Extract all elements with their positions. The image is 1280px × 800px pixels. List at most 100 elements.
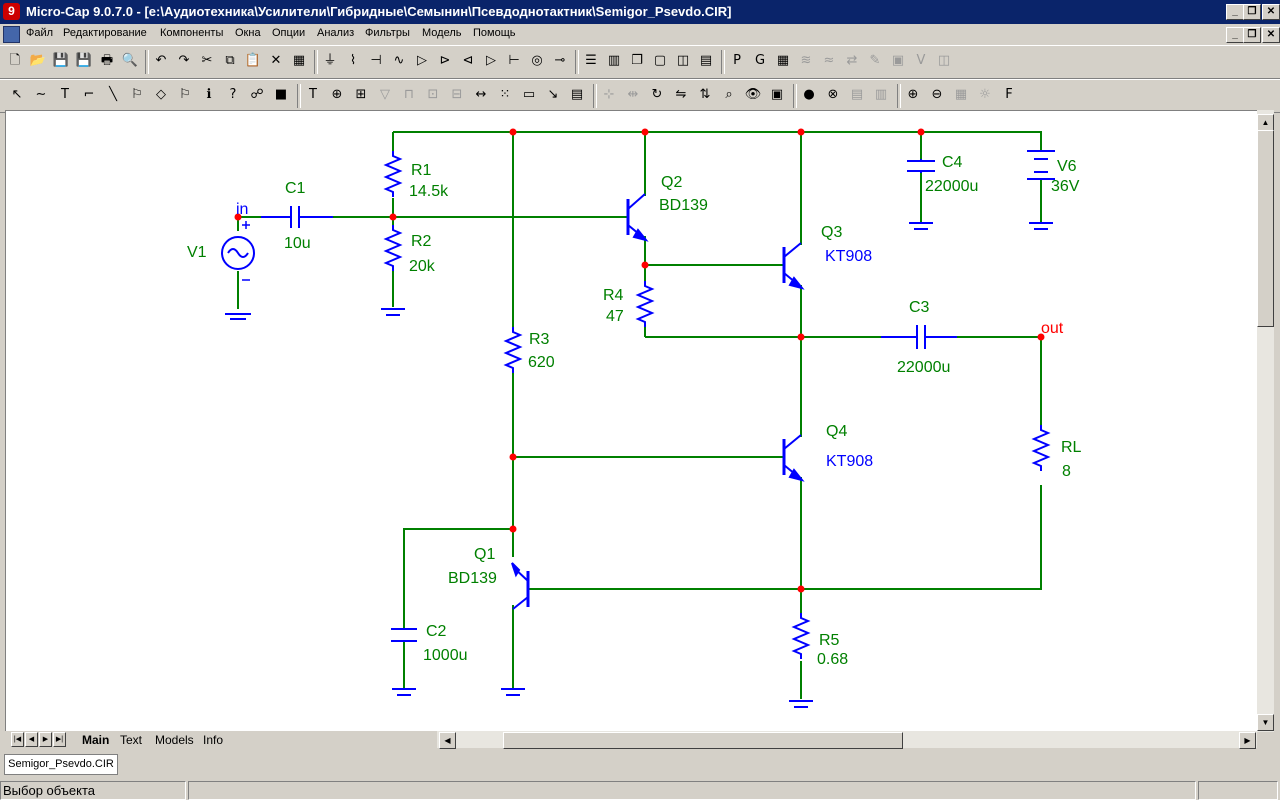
C2-name-label[interactable]: C2 bbox=[426, 623, 447, 640]
wire-icon[interactable]: ∼ bbox=[35, 87, 47, 102]
pnp-icon[interactable]: ⊲ bbox=[462, 53, 474, 68]
calculator-icon[interactable]: ▤ bbox=[699, 53, 713, 68]
C2-capacitor-symbol[interactable] bbox=[391, 628, 417, 696]
g-icon[interactable]: G bbox=[754, 53, 766, 68]
R5-name-label[interactable]: R5 bbox=[819, 632, 840, 649]
cancel-icon[interactable]: ⊗ bbox=[827, 87, 839, 102]
inductor-icon[interactable]: ∿ bbox=[393, 53, 405, 68]
new-icon[interactable]: 🗋 bbox=[9, 53, 21, 68]
V6-name-label[interactable]: V6 bbox=[1057, 158, 1077, 175]
d9-icon[interactable]: ⊓ bbox=[403, 87, 415, 102]
horizontal-scrollbar[interactable]: ◀ ▶ bbox=[437, 731, 1257, 749]
flag-tool-icon[interactable]: ⚐ bbox=[131, 87, 143, 102]
delete-icon[interactable]: ✕ bbox=[270, 53, 282, 68]
battery-icon[interactable]: ⊢ bbox=[508, 53, 520, 68]
d5-icon[interactable]: ▣ bbox=[891, 53, 905, 68]
d13-icon[interactable]: ⇹ bbox=[627, 87, 639, 102]
d3-icon[interactable]: ⇄ bbox=[846, 53, 858, 68]
tile-horizontal-icon[interactable]: ☰ bbox=[585, 53, 597, 68]
probe-icon[interactable]: ☍ bbox=[250, 87, 264, 102]
text-tool-icon[interactable]: T bbox=[61, 87, 69, 102]
grid-icon[interactable]: ▦ bbox=[776, 53, 790, 68]
Q1-name-label[interactable]: Q1 bbox=[474, 546, 495, 563]
d10-icon[interactable]: ⊡ bbox=[427, 87, 439, 102]
document-icon[interactable] bbox=[3, 26, 20, 43]
line-icon[interactable]: ╲ bbox=[109, 87, 117, 102]
tile-vertical-icon[interactable]: ▥ bbox=[607, 53, 621, 68]
npn-icon[interactable]: ⊳ bbox=[439, 53, 451, 68]
menu-windows[interactable]: Окна bbox=[235, 27, 261, 39]
switch-icon[interactable]: ⊸ bbox=[554, 53, 566, 68]
cursor-mode-icon[interactable]: ↘ bbox=[547, 87, 559, 102]
resistor-icon[interactable]: ⌇ bbox=[349, 53, 357, 68]
capacitor-icon[interactable]: ⊣ bbox=[370, 53, 382, 68]
cut-icon[interactable]: ✂ bbox=[201, 53, 213, 68]
scroll-down-icon[interactable]: ▼ bbox=[1257, 714, 1274, 731]
d16-icon[interactable]: ▦ bbox=[954, 87, 968, 102]
C4-name-label[interactable]: C4 bbox=[942, 154, 963, 171]
R3-resistor-symbol[interactable] bbox=[503, 327, 523, 373]
cascade-icon[interactable]: ❐ bbox=[631, 53, 643, 68]
child-restore-icon[interactable]: ❐ bbox=[1243, 27, 1261, 43]
vertical-scrollbar[interactable]: ▲ ▼ bbox=[1257, 110, 1274, 732]
C3-value-label[interactable]: 22000u bbox=[897, 359, 950, 376]
pin-conn-icon[interactable]: ↔ bbox=[475, 87, 487, 102]
monitor-icon[interactable]: ▣ bbox=[770, 87, 784, 102]
d11-icon[interactable]: ⊟ bbox=[451, 87, 463, 102]
Q4-value-label[interactable]: KT908 bbox=[826, 453, 873, 470]
menu-filters[interactable]: Фильтры bbox=[365, 27, 410, 39]
diode-icon[interactable]: ▷ bbox=[417, 53, 427, 68]
sheet-tab-models[interactable]: Models bbox=[155, 733, 194, 747]
RL-value-label[interactable]: 8 bbox=[1062, 463, 1071, 480]
node-numbers-icon[interactable]: ⊕ bbox=[331, 87, 343, 102]
border-icon[interactable]: ▭ bbox=[522, 87, 536, 102]
save-icon[interactable]: 💾 bbox=[52, 53, 70, 68]
d12-icon[interactable]: ⊹ bbox=[603, 87, 615, 102]
attribute-icon[interactable]: ⊞ bbox=[355, 87, 367, 102]
undo-icon[interactable]: ↶ bbox=[155, 53, 167, 68]
shapes-icon[interactable]: ◇ bbox=[156, 87, 166, 102]
node-label-in[interactable]: in bbox=[236, 201, 248, 218]
R4-name-label[interactable]: R4 bbox=[603, 287, 624, 304]
sheet-tab-info[interactable]: Info bbox=[203, 733, 224, 747]
R2-name-label[interactable]: R2 bbox=[411, 233, 432, 250]
flip-icon[interactable]: ⇅ bbox=[699, 87, 711, 102]
R1-value-label[interactable]: 14.5k bbox=[409, 183, 449, 200]
Q4-name-label[interactable]: Q4 bbox=[826, 423, 847, 440]
C4-capacitor-symbol[interactable] bbox=[907, 159, 935, 230]
C1-name-label[interactable]: C1 bbox=[285, 180, 306, 197]
menu-help[interactable]: Помощь bbox=[473, 27, 516, 39]
minimize-icon[interactable]: _ bbox=[1226, 4, 1244, 20]
scroll-left-icon[interactable]: ◀ bbox=[439, 732, 456, 749]
select-arrow-icon[interactable]: ↖ bbox=[11, 87, 23, 102]
d14-icon[interactable]: ▤ bbox=[850, 87, 864, 102]
C1-value-label[interactable]: 10u bbox=[284, 235, 311, 252]
RL-resistor-symbol[interactable] bbox=[1031, 425, 1051, 471]
ground-icon[interactable]: ⏚ bbox=[323, 53, 337, 68]
zoom-out-icon[interactable]: ⊖ bbox=[931, 87, 943, 102]
font-icon[interactable]: F bbox=[1005, 87, 1013, 102]
child-close-icon[interactable]: ✕ bbox=[1262, 27, 1280, 43]
run-icon[interactable]: ■ bbox=[274, 87, 288, 102]
wire-tool-icon[interactable]: ⌐ bbox=[83, 87, 95, 102]
R5-value-label[interactable]: 0.68 bbox=[817, 651, 848, 668]
split-icon[interactable]: ◫ bbox=[676, 53, 690, 68]
pin-icon[interactable]: ⚐ bbox=[179, 87, 191, 102]
d2-icon[interactable]: ≈ bbox=[823, 53, 835, 68]
redo-icon[interactable]: ↷ bbox=[178, 53, 190, 68]
R2-value-label[interactable]: 20k bbox=[409, 258, 436, 275]
d6-icon[interactable]: V bbox=[916, 53, 926, 68]
R5-resistor-symbol[interactable] bbox=[789, 613, 813, 708]
R1-resistor-symbol[interactable] bbox=[383, 151, 403, 197]
find-icon[interactable]: ⌕ bbox=[725, 87, 733, 102]
info-icon[interactable]: ℹ bbox=[206, 87, 212, 102]
menu-edit[interactable]: Редактирование bbox=[63, 27, 147, 39]
scroll-up-icon[interactable]: ▲ bbox=[1257, 114, 1274, 131]
Q2-name-label[interactable]: Q2 bbox=[661, 174, 682, 191]
V6-value-label[interactable]: 36V bbox=[1051, 178, 1080, 195]
open-icon[interactable]: 📂 bbox=[29, 53, 47, 68]
R1-name-label[interactable]: R1 bbox=[411, 162, 432, 179]
p-icon[interactable]: P bbox=[733, 53, 741, 68]
Q1-transistor-symbol[interactable] bbox=[501, 562, 530, 696]
binoculars-icon[interactable]: 👁 bbox=[744, 87, 762, 102]
